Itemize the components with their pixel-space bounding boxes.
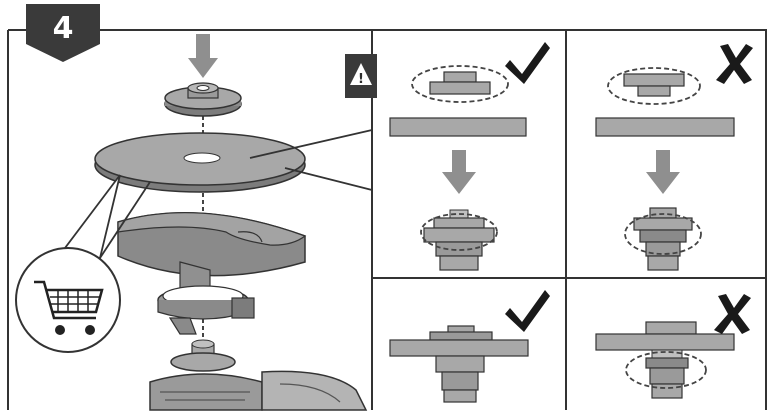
disc-bar [389, 117, 527, 137]
grinder-head [149, 370, 368, 411]
down-arrow-icon [188, 34, 218, 78]
warning-triangle-icon: ! [345, 54, 377, 98]
disc-bar [595, 117, 735, 137]
shopping-cart-icon [15, 247, 121, 353]
guard-clamp-ring [157, 285, 255, 335]
highlight-ellipse [420, 213, 498, 251]
highlight-ellipse [411, 65, 509, 103]
warning-mark: ! [358, 72, 364, 87]
cross-mark-icon [714, 294, 751, 334]
panel-flange-wrong [595, 44, 753, 271]
panel-flange-correct [389, 42, 550, 271]
highlight-ellipse [607, 67, 701, 105]
down-arrow-icon [442, 150, 476, 194]
disc-callout [249, 129, 373, 191]
down-arrow-icon [646, 150, 680, 194]
disc-bar [595, 333, 735, 351]
disc-bar [389, 339, 529, 357]
support-flange [170, 339, 236, 372]
highlight-ellipse [624, 213, 702, 255]
panel-disc-correct [389, 290, 550, 403]
step-number: 4 [53, 11, 74, 46]
cross-mark-icon [716, 44, 753, 84]
clamping-flange-nut [164, 82, 242, 117]
exploded-assembly [15, 34, 373, 411]
panel-disc-wrong [595, 294, 751, 399]
step-badge: 4 [26, 4, 100, 62]
grinding-disc [94, 132, 306, 193]
check-mark-icon [505, 290, 550, 332]
highlight-ellipse [625, 351, 707, 389]
check-mark-icon [505, 42, 550, 84]
